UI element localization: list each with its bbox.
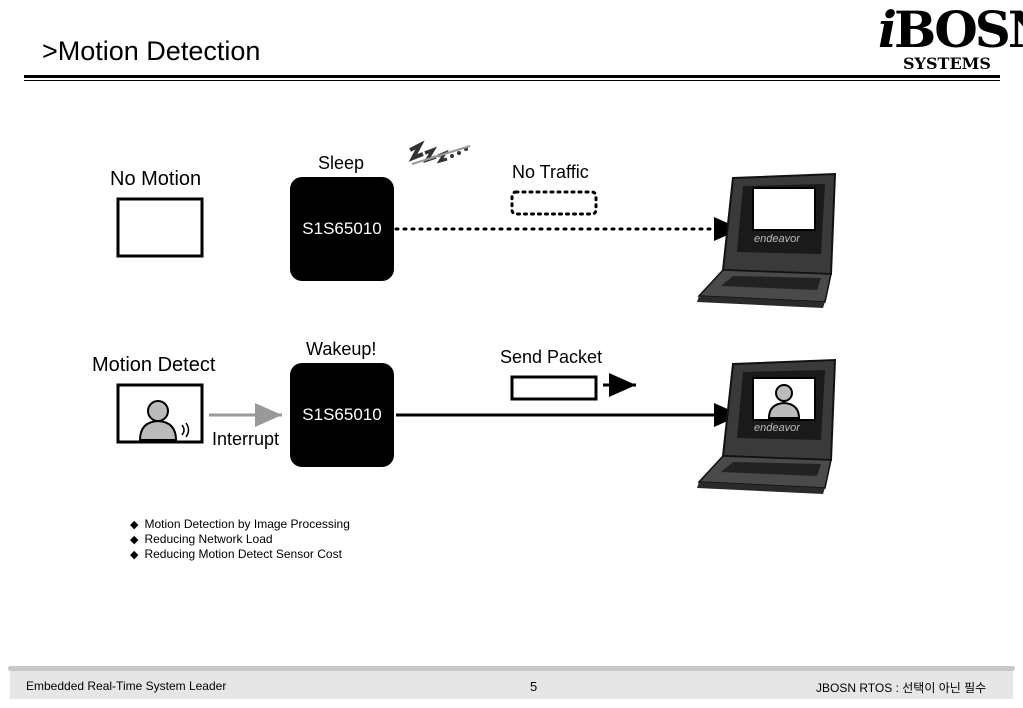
person-icon [138, 400, 190, 441]
packet-box [510, 375, 598, 401]
chip-bottom: S1S65010 [290, 363, 394, 467]
page-title: >Motion Detection [42, 36, 261, 66]
laptop-bottom-icon [696, 359, 836, 495]
company-logo: iBOSN [878, 2, 1023, 58]
motion-detect-label: Motion Detect [92, 354, 216, 376]
bullet-item: Motion Detection by Image Processing [130, 517, 349, 532]
bullet-item: Reducing Motion Detect Sensor Cost [130, 547, 350, 562]
chip-top: S1S65010 [290, 177, 394, 281]
chip-bottom-name: S1S65010 [302, 405, 382, 424]
sleep-zzz-icon [408, 140, 471, 165]
page-number: 5 [530, 679, 538, 694]
no-traffic-label: No Traffic [512, 162, 589, 182]
laptop-brand-bottom: endeavor [754, 422, 800, 434]
laptop-brand-top: endeavor [754, 233, 800, 245]
no-motion-frame [116, 197, 204, 258]
footer-tagline: Embedded Real-Time System Leader [26, 679, 227, 693]
footer-divider [8, 666, 1015, 671]
bullet-list: Motion Detection by Image Processing Red… [130, 517, 350, 562]
no-motion-label: No Motion [110, 168, 202, 190]
title-divider [24, 75, 1000, 78]
chip-top-name: S1S65010 [302, 219, 382, 238]
footer-bar [10, 671, 1013, 699]
interrupt-label: Interrupt [212, 429, 280, 449]
title-divider-thin [24, 80, 1000, 81]
sleep-label: Sleep [318, 153, 365, 173]
logo-i: i [878, 0, 897, 59]
wakeup-label: Wakeup! [306, 339, 377, 359]
send-packet-label: Send Packet [500, 347, 603, 367]
logo-text: BOSN [894, 0, 1023, 59]
logo-subtext: SYSTEMS [903, 54, 991, 73]
laptop-top-icon [696, 173, 836, 309]
footer-slogan: JBOSN RTOS : 선택이 아닌 필수 [816, 681, 987, 695]
bullet-item: Reducing Network Load [130, 532, 350, 547]
empty-packet-outline [510, 190, 598, 216]
